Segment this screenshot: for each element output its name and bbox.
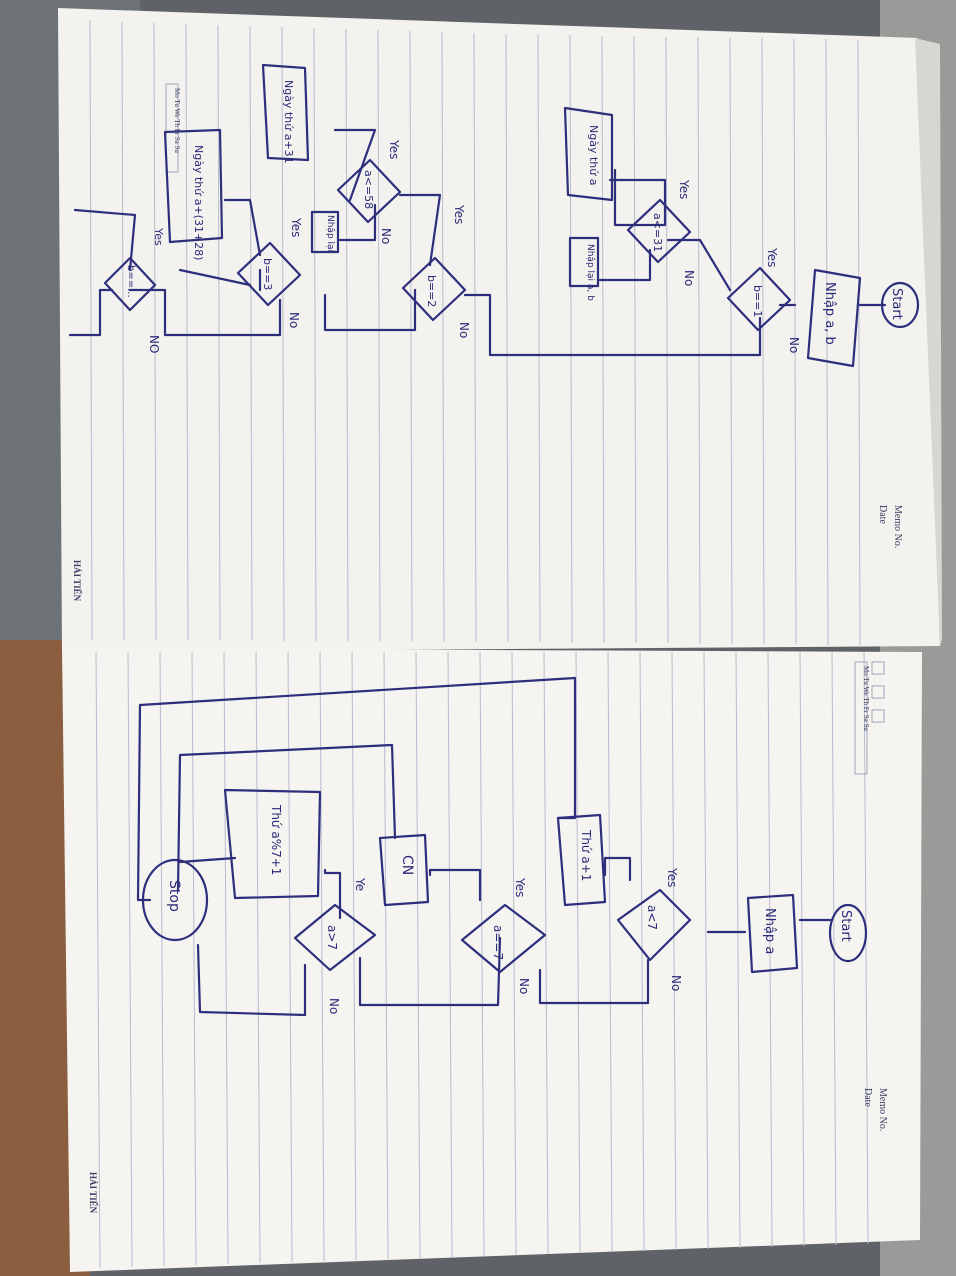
top-day-labels: Mo Tu We Th Fr Sa Su <box>173 88 181 153</box>
top-input-box <box>806 268 862 368</box>
top-yes6: Yes <box>152 227 165 246</box>
top-notebook-page: Mo Tu We Th Fr Sa Su Memo No. Date HẢI T… <box>58 8 942 652</box>
bottom-no1: No <box>669 975 683 991</box>
top-cond-b3-label: b==3 <box>261 258 274 290</box>
top-yes2: Yes <box>677 179 691 199</box>
top-yes1: Yes <box>765 247 779 267</box>
top-out-day1 <box>563 106 614 202</box>
top-start-terminal <box>880 281 920 329</box>
bottom-cond-aeq7-label: a==7 <box>491 925 505 960</box>
top-cond-b1-label: b==1 <box>751 285 764 317</box>
top-flowchart: Start Nhập a, b b==1 Yes No a<=31 Yes No… <box>68 63 920 368</box>
top-reinput1-label: Nhập lại a, b <box>585 244 595 301</box>
bottom-out-thu7-label: Thứ a%7+1 <box>269 804 283 875</box>
bottom-memo-label: Memo No. <box>877 1088 888 1131</box>
top-cond-a31 <box>626 198 692 264</box>
bottom-start-terminal <box>828 903 868 963</box>
top-out-day2 <box>261 63 310 162</box>
bottom-no2: No <box>517 978 531 994</box>
bottom-notebook-page: Mo Tu We Th Fr Sa Su Memo No. Date HẢI T… <box>62 648 922 1272</box>
bottom-day-boxes: Mo Tu We Th Fr Sa Su <box>854 661 885 775</box>
bottom-yes1: Yes <box>665 867 679 887</box>
top-no5: No <box>287 312 301 328</box>
top-cond-a31-label: a<=31 <box>651 213 664 252</box>
bottom-yes3: Ye <box>353 877 367 891</box>
bottom-out-thu-label: Thứ a+1 <box>579 829 593 881</box>
bottom-flowchart: Start Nhập a a<7 Yes No Thứ a+1 a==7 Yes… <box>136 676 868 1017</box>
bottom-brand: HẢI TIẾN <box>88 1172 98 1214</box>
top-no3: No <box>457 322 471 338</box>
top-date-label: Date <box>877 505 888 524</box>
bottom-stop-terminal <box>141 858 209 942</box>
bottom-yes2: Yes <box>513 877 527 897</box>
top-reinput2-label: Nhập lại <box>325 215 335 252</box>
top-brand: HẢI TIẾN <box>72 560 82 602</box>
top-cond-b2 <box>401 256 467 322</box>
bottom-input-box <box>746 893 799 974</box>
top-no6: NO <box>147 335 161 353</box>
top-day-boxes: Mo Tu We Th Fr Sa Su <box>165 83 181 173</box>
top-cond-a58 <box>336 158 402 224</box>
bottom-out-thu <box>556 813 607 907</box>
top-cond-b1 <box>726 266 792 332</box>
top-reinput2 <box>310 210 340 254</box>
bottom-out-thu7 <box>223 788 322 900</box>
bottom-start-label: Start <box>838 910 853 942</box>
top-start-label: Start <box>889 288 904 320</box>
top-out-day3 <box>163 128 224 244</box>
bottom-no3: No <box>327 998 341 1014</box>
top-out-day3-label: Ngày thứ a+(31+28) <box>192 145 205 260</box>
top-out-day1-label: Ngày thứ a <box>587 125 600 185</box>
top-yes4: Yes <box>387 139 401 159</box>
bottom-date-label: Date <box>862 1088 873 1107</box>
bottom-out-cn-label: CN <box>399 855 415 875</box>
top-reinput1 <box>568 236 600 288</box>
top-no2: No <box>682 270 696 286</box>
top-no1: No <box>787 337 801 353</box>
bottom-cond-agt7 <box>293 903 377 972</box>
top-cond-b3 <box>236 241 302 307</box>
bottom-cond-agt7-label: a>7 <box>325 925 339 950</box>
top-cond-a58-label: a<=58 <box>362 170 375 209</box>
top-cond-b2-label: b==2 <box>425 275 438 307</box>
top-memo-label: Memo No. <box>892 505 903 548</box>
bottom-stop-label: Stop <box>166 880 182 912</box>
top-yes3: Yes <box>452 204 466 224</box>
bottom-cond-a7-label: a<7 <box>645 905 659 930</box>
top-cond-bn <box>103 256 157 312</box>
bottom-cond-aeq7 <box>460 903 547 974</box>
top-yes5: Yes <box>289 217 303 237</box>
top-input-label: Nhập a, b <box>822 282 837 345</box>
top-no4: No <box>379 228 393 244</box>
bottom-cond-a7 <box>616 888 692 962</box>
bottom-input-label: Nhập a <box>762 908 777 954</box>
top-out-day2-label: Ngày thứ a+31 <box>282 80 295 164</box>
bottom-out-cn <box>378 833 430 907</box>
top-cond-bn-label: b==... <box>125 265 136 298</box>
bottom-day-labels: Mo Tu We Th Fr Sa Su <box>862 666 870 731</box>
